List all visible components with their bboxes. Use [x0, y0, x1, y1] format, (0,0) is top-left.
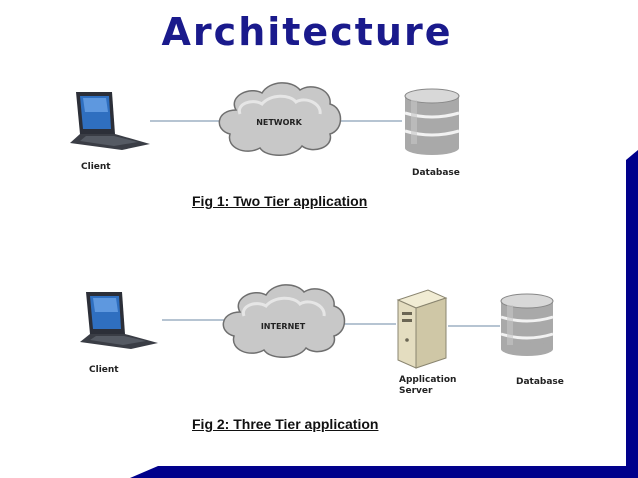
fig2-client-label: Client	[89, 365, 119, 375]
database-icon	[500, 293, 554, 356]
bottom-frame-bar	[130, 466, 638, 478]
right-frame-bar	[626, 150, 638, 478]
server-icon	[396, 289, 448, 369]
cloud-icon	[218, 82, 342, 156]
laptop-icon	[70, 92, 150, 150]
fig2-database-label: Database	[516, 377, 564, 387]
fig1-database-label: Database	[412, 168, 460, 178]
cloud-icon	[222, 284, 346, 358]
fig1-client-label: Client	[81, 162, 111, 172]
slide-title: Architecture	[161, 10, 453, 54]
fig1-cloud-label: NETWORK	[256, 118, 302, 127]
fig2-caption: Fig 2: Three Tier application	[192, 416, 379, 432]
laptop-icon	[80, 292, 158, 349]
database-icon	[404, 88, 460, 155]
fig1-caption: Fig 1: Two Tier application	[192, 193, 368, 209]
fig2-server-label-line2: Server	[399, 386, 433, 396]
fig2-cloud-label: INTERNET	[260, 322, 306, 331]
fig2-server-label-line1: Application	[399, 375, 457, 385]
